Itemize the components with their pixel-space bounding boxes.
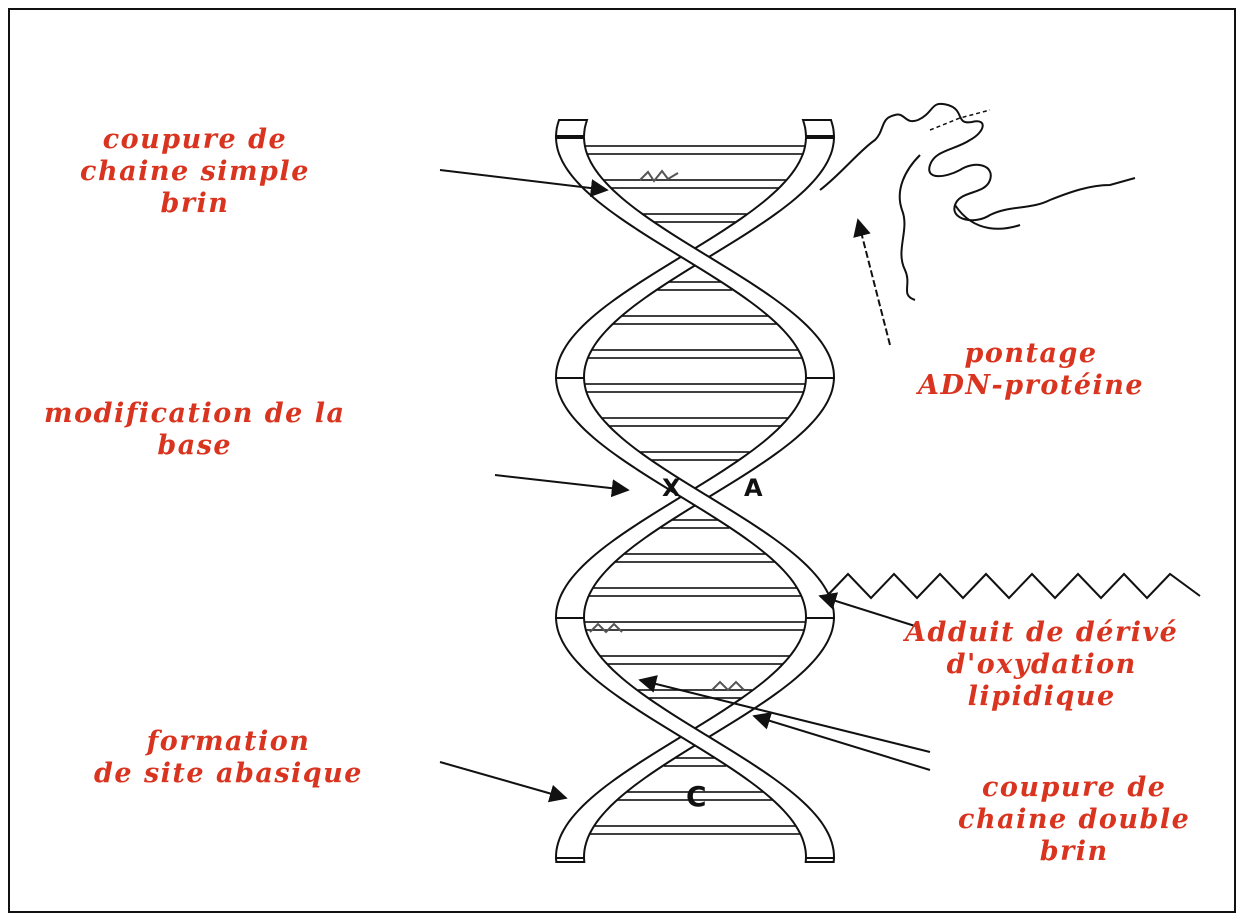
label-line: ADN-protéine xyxy=(918,370,1144,402)
base-pair-rung xyxy=(582,146,808,154)
label-line: formation xyxy=(94,726,363,758)
label-line: base xyxy=(44,430,346,462)
label-line: d'oxydation xyxy=(905,649,1178,681)
base-pair-rung xyxy=(581,384,808,392)
base-a: A xyxy=(744,474,763,502)
arrow-double-strand-break-2 xyxy=(754,716,930,770)
base-pair-rung xyxy=(599,656,790,664)
base-pair-rung xyxy=(641,452,749,460)
arrow-dna-protein-crosslink xyxy=(858,220,890,345)
label-line: brin xyxy=(80,188,310,220)
label-dna-protein-crosslink: pontage ADN-protéine xyxy=(918,338,1144,402)
base-c: C xyxy=(686,780,707,813)
label-single-strand-break: coupure de chaine simple brin xyxy=(80,124,310,220)
label-line: de site abasique xyxy=(94,758,363,790)
base-pair-rung xyxy=(659,282,732,290)
strand-1-segment xyxy=(556,858,584,862)
protein-tail xyxy=(930,110,990,130)
label-line: coupure de xyxy=(958,772,1190,804)
base-pair-rung xyxy=(613,316,777,324)
label-line: Adduit de dérivé xyxy=(905,617,1178,649)
dna-strand-front xyxy=(556,120,834,862)
strand-1-segment xyxy=(803,120,834,136)
label-line: chaine simple xyxy=(80,156,310,188)
strand-2-segment xyxy=(556,120,587,136)
base-pair-rung xyxy=(588,826,803,834)
label-lipid-oxidation-adduct: Adduit de dérivé d'oxydation lipidique xyxy=(905,617,1178,713)
base-pair-rung xyxy=(603,180,787,188)
label-line: pontage xyxy=(918,338,1144,370)
base-pair-rung xyxy=(587,588,804,596)
lipid-chain xyxy=(825,574,1200,598)
modified-base-x: X xyxy=(662,474,681,502)
label-abasic-site-formation: formation de site abasique xyxy=(94,726,363,790)
base-pair-rung xyxy=(601,418,789,426)
label-line: brin xyxy=(958,836,1190,868)
label-base-modification: modification de la base xyxy=(44,398,346,462)
double-strand-break-mark-2 xyxy=(712,682,744,690)
label-line: chaine double xyxy=(958,804,1190,836)
label-double-strand-break: coupure de chaine double brin xyxy=(958,772,1190,868)
base-pair-rung xyxy=(586,350,805,358)
label-line: modification de la xyxy=(44,398,346,430)
base-pair-rung xyxy=(615,554,774,562)
arrow-abasic-site xyxy=(440,762,566,798)
protein-chain xyxy=(820,104,1135,300)
label-line: lipidique xyxy=(905,681,1178,713)
arrow-base-modification xyxy=(495,475,628,490)
label-line: coupure de xyxy=(80,124,310,156)
base-pair-rung xyxy=(644,214,746,222)
